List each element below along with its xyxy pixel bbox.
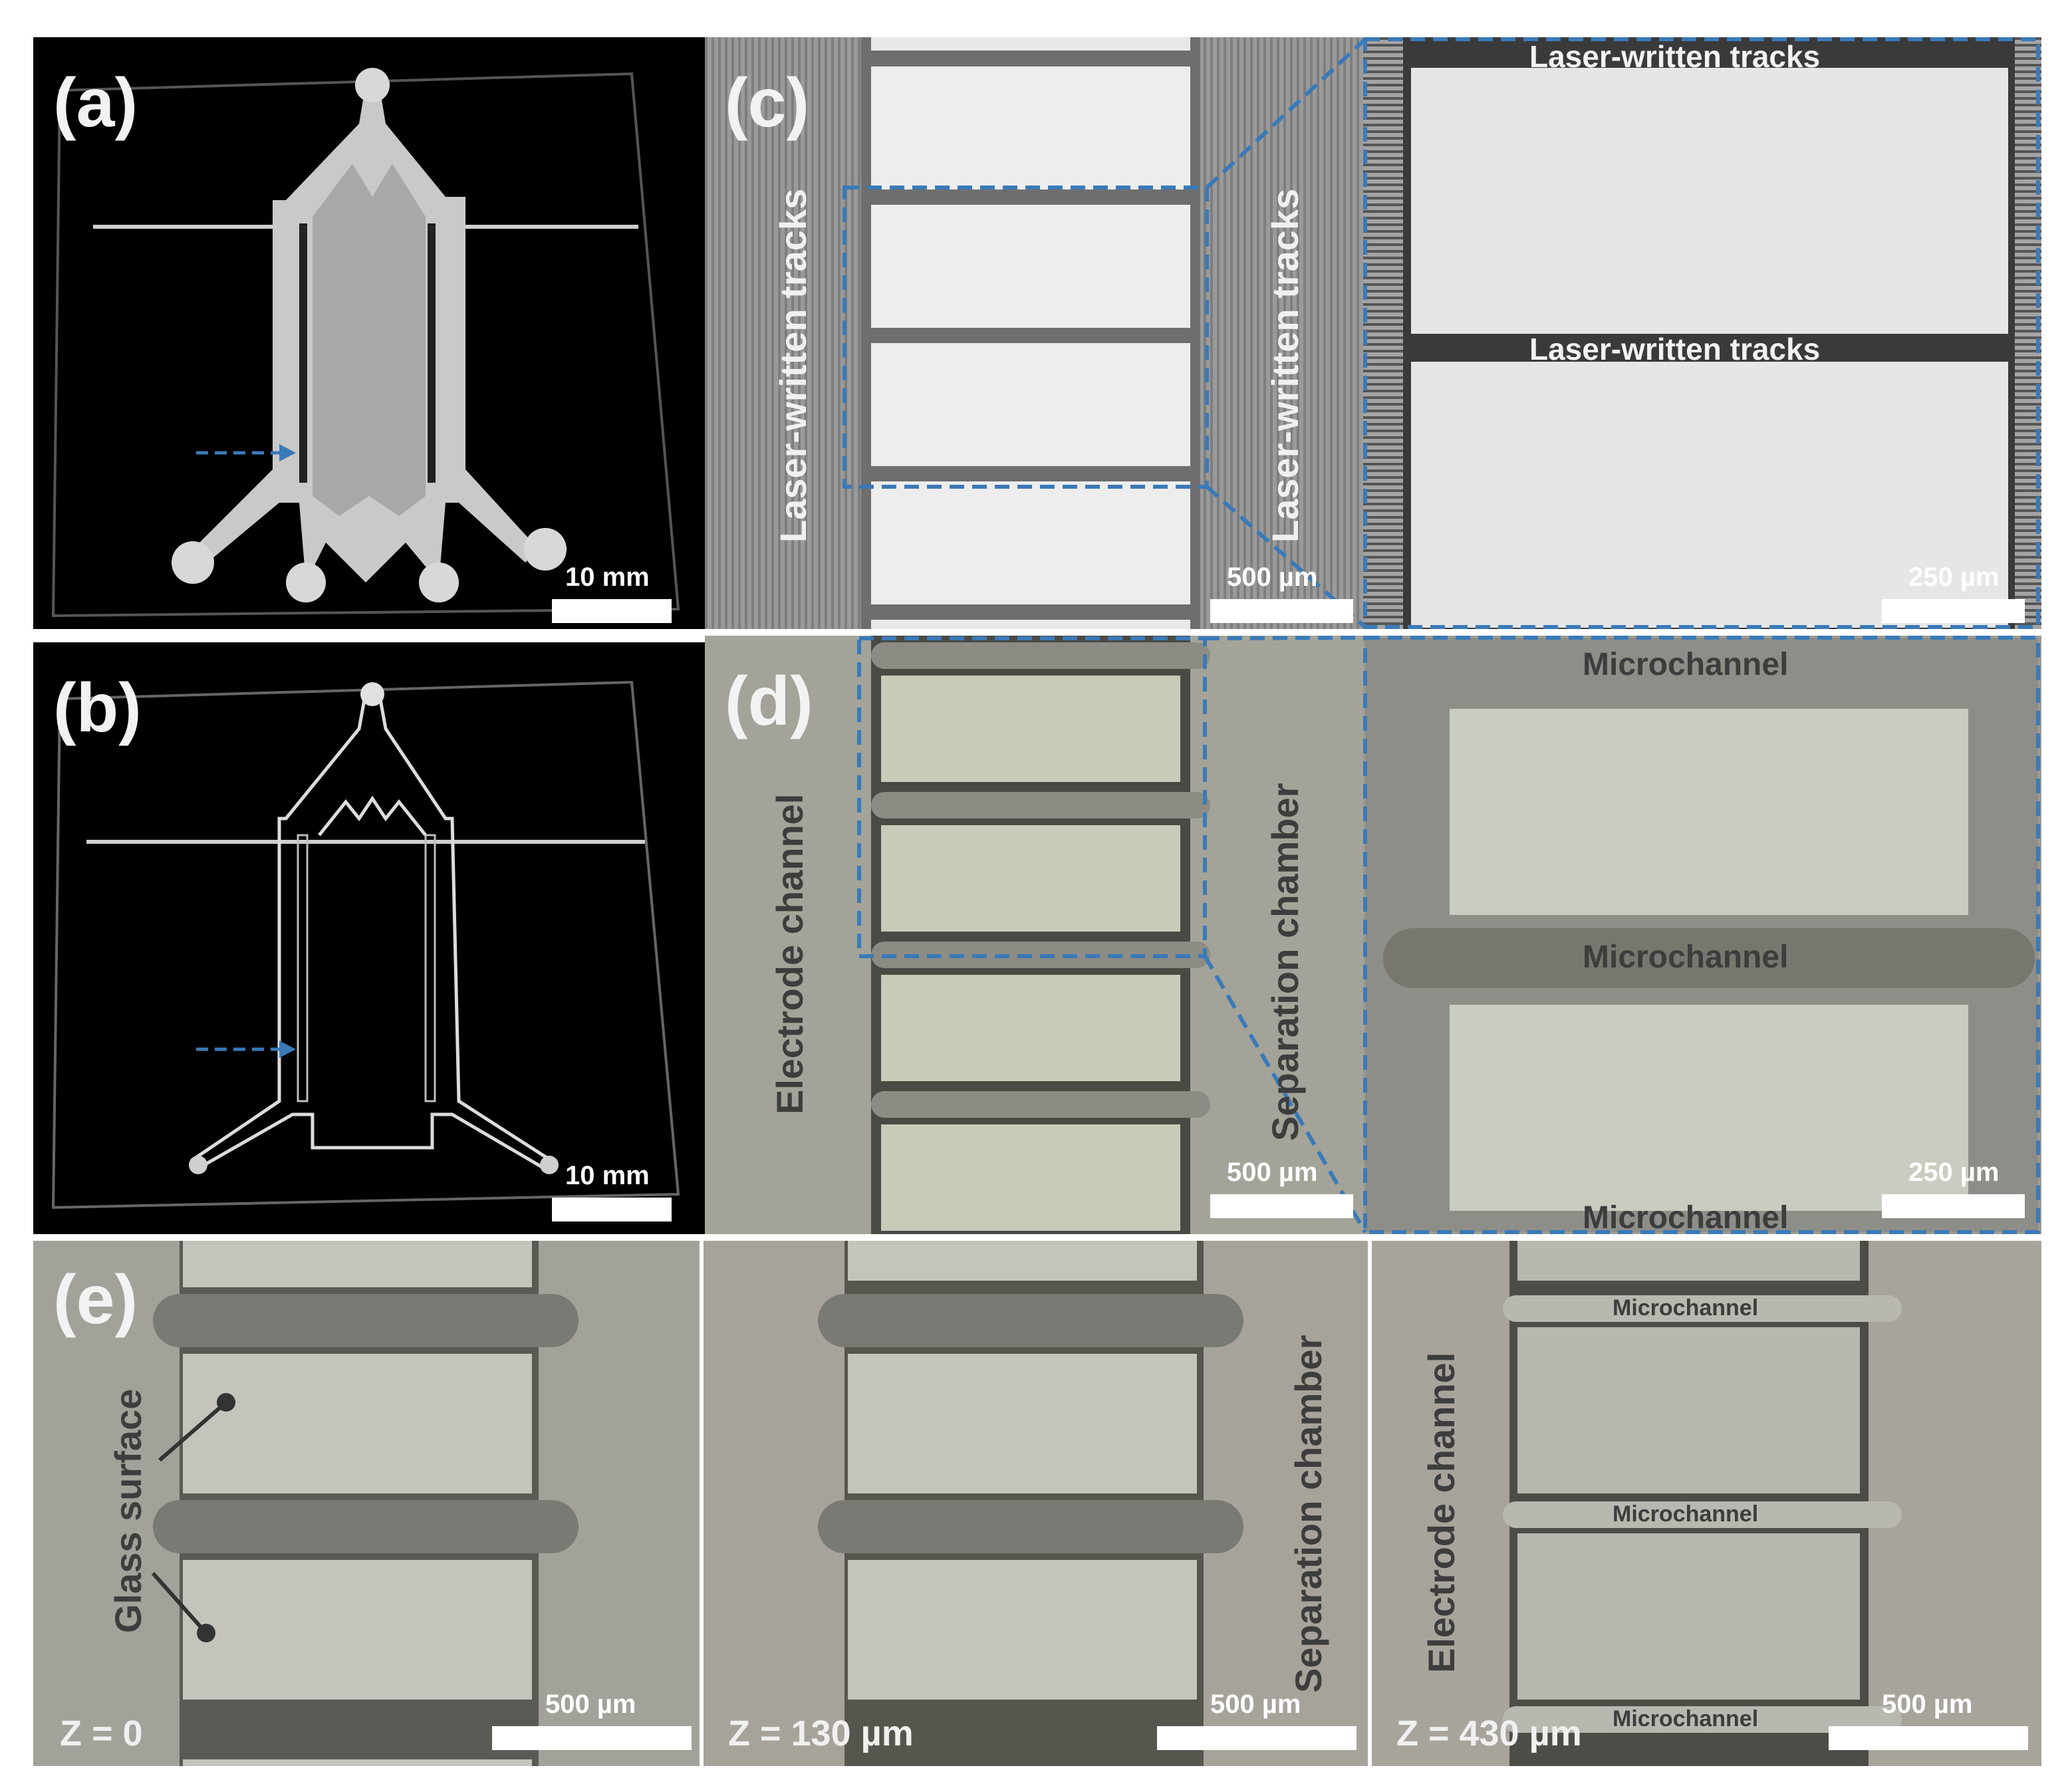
panel-e-scale-3-text: 500 µm bbox=[1882, 1690, 1973, 1719]
panel-c-track-top: Laser-written tracks bbox=[1529, 39, 1821, 74]
panel-e-z1: Z = 130 µm bbox=[728, 1714, 914, 1753]
panel-e-micrographs bbox=[33, 1241, 2041, 1766]
panel-d: (d) Electrode channel Separation chamber… bbox=[705, 636, 2041, 1234]
panel-b-scale-text: 10 mm bbox=[565, 1161, 650, 1190]
panel-c-label: (c) bbox=[725, 64, 810, 142]
panel-d-scale-left-bar bbox=[1210, 1194, 1353, 1218]
panel-d-scale-right-text: 250 µm bbox=[1908, 1158, 2000, 1187]
panel-e-scale-3-bar bbox=[1829, 1726, 2028, 1750]
panel-c-scale-right-bar bbox=[1882, 599, 2025, 623]
panel-a-scale-text: 10 mm bbox=[565, 563, 650, 592]
panel-d-microchannel-bot: Microchannel bbox=[1583, 1200, 1789, 1234]
panel-d-scale-right-bar bbox=[1882, 1194, 2025, 1218]
panel-e: (e) Glass surface Separation chamber Ele… bbox=[33, 1241, 2041, 1766]
panel-b: (b) 10 mm bbox=[33, 642, 705, 1234]
panel-e-microchannel-1: Microchannel bbox=[1613, 1295, 1759, 1321]
panel-d-micrograph bbox=[705, 636, 2040, 1234]
panel-a-device-drawing bbox=[51, 68, 680, 618]
panel-b-label: (b) bbox=[53, 670, 142, 747]
panel-e-scale-2-text: 500 µm bbox=[1210, 1690, 1301, 1719]
panel-e-z0: Z = 0 bbox=[60, 1714, 143, 1753]
panel-a-scale-bar bbox=[552, 599, 672, 623]
panel-a: (a) 10 mm bbox=[33, 37, 705, 629]
panel-e-z2: Z = 430 µm bbox=[1396, 1714, 1582, 1753]
panel-d-microchannel-top: Microchannel bbox=[1583, 647, 1789, 682]
panel-c-scale-left-bar bbox=[1210, 599, 1353, 623]
panel-c-scale-left-text: 500 µm bbox=[1227, 563, 1318, 592]
panel-a-label: (a) bbox=[53, 64, 138, 142]
panel-e-label: (e) bbox=[53, 1261, 138, 1339]
panel-e-scale-2-bar bbox=[1157, 1726, 1357, 1750]
panel-d-separation-chamber: Separation chamber bbox=[1264, 783, 1306, 1141]
panel-d-label: (d) bbox=[725, 663, 813, 740]
panel-d-scale-left-text: 500 µm bbox=[1227, 1158, 1318, 1187]
panel-e-scale-1-bar bbox=[492, 1726, 692, 1750]
panel-d-electrode-channel: Electrode channel bbox=[769, 793, 811, 1114]
panel-e-glass-surface: Glass surface bbox=[107, 1388, 149, 1633]
panel-e-scale-1-text: 500 µm bbox=[545, 1690, 636, 1719]
panel-c-track-left: Laser-written tracks bbox=[772, 188, 814, 543]
panel-c: (c) Laser-written tracks Laser-written t… bbox=[705, 37, 2041, 629]
panel-d-microchannel-mid: Microchannel bbox=[1583, 940, 1789, 975]
panel-e-microchannel-2: Microchannel bbox=[1613, 1501, 1759, 1527]
panel-c-scale-right-text: 250 µm bbox=[1908, 563, 2000, 592]
panel-b-scale-bar bbox=[552, 1198, 672, 1221]
panel-e-separation-chamber: Separation chamber bbox=[1287, 1335, 1329, 1693]
panel-c-micrograph bbox=[705, 37, 2041, 629]
panel-e-electrode-channel: Electrode channel bbox=[1420, 1352, 1462, 1673]
panel-b-device-drawing bbox=[51, 680, 680, 1210]
panel-e-microchannel-3: Microchannel bbox=[1613, 1706, 1759, 1731]
panel-c-track-mid: Laser-written tracks bbox=[1264, 188, 1306, 543]
panel-c-track-middle: Laser-written tracks bbox=[1529, 332, 1821, 366]
